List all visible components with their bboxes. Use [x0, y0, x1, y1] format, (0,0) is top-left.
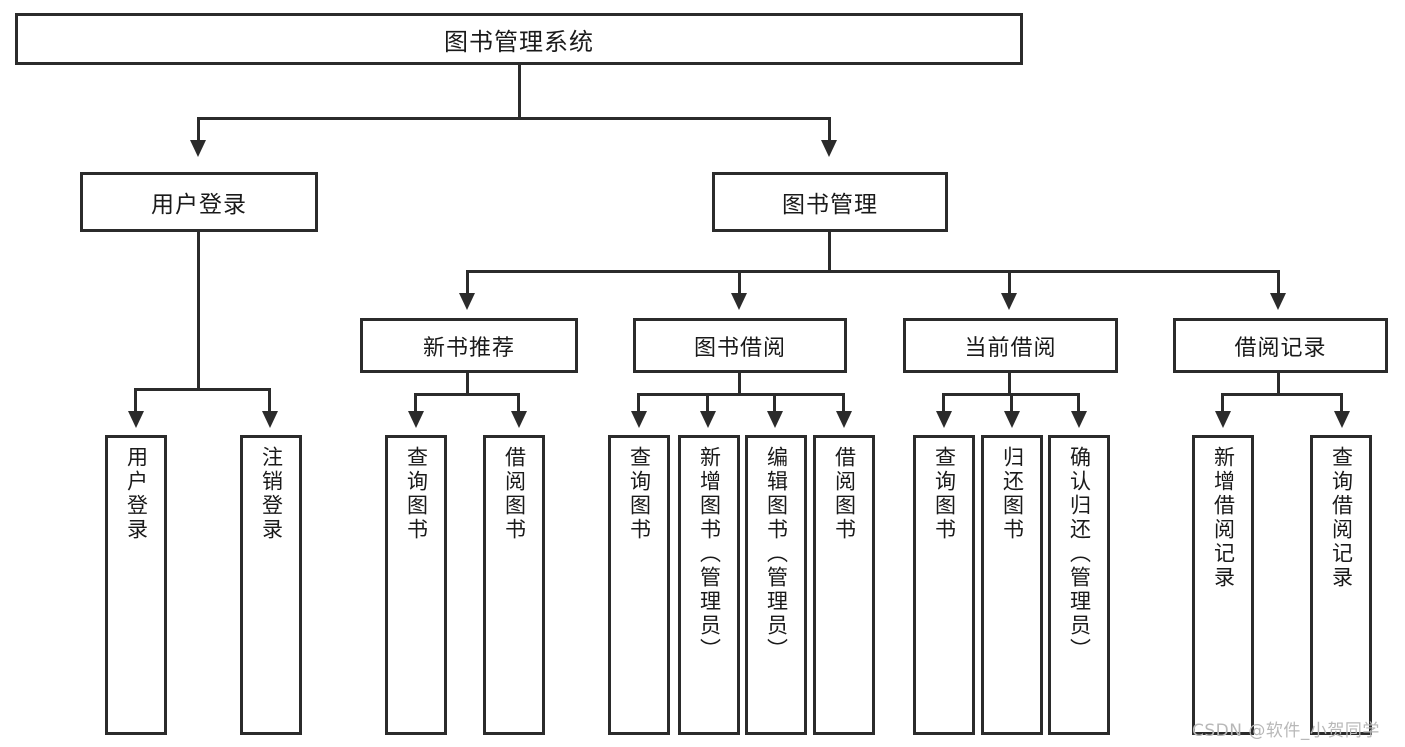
node-new-book-recommend[interactable]: 新书推荐 — [360, 318, 578, 373]
leaf-query-borrow-record[interactable]: 查询借阅记录 — [1310, 435, 1372, 735]
node-new-book-recommend-label: 新书推荐 — [422, 335, 515, 361]
leaf-logout[interactable]: 注销登录 — [240, 435, 302, 735]
node-user-login[interactable]: 用户登录 — [80, 172, 318, 232]
csdn-watermark: CSDN @软件_小贺同学 — [1192, 721, 1380, 741]
leaf-query-book-new-label: 查询图书 — [404, 446, 429, 542]
edge-current-stem — [1008, 373, 1011, 395]
edge-record-branch-1 — [1221, 393, 1224, 413]
node-book-management-label: 图书管理 — [782, 192, 878, 218]
edge-new-book-stem — [466, 373, 469, 395]
leaf-add-borrow-record-label: 新增借阅记录 — [1211, 446, 1236, 590]
edge-book-mgmt-stem — [828, 232, 831, 272]
node-book-borrow-label: 图书借阅 — [693, 335, 786, 361]
leaf-confirm-return-admin[interactable]: 确认归还（管理员） — [1048, 435, 1110, 735]
edge-user-login-stem — [197, 232, 200, 390]
edge-root-bus — [197, 117, 831, 120]
edge-new-book-branch-1 — [414, 393, 417, 413]
edge-user-login-branch-1 — [134, 388, 137, 413]
arrow-user-login-leaf-2 — [262, 411, 278, 428]
arrow-new-book-leaf-1 — [408, 411, 424, 428]
arrow-root-to-user-login — [190, 140, 206, 157]
arrow-book-mgmt-to-borrow — [731, 293, 747, 310]
edge-borrow-branch-3 — [773, 393, 776, 413]
arrow-borrow-leaf-2 — [700, 411, 716, 428]
arrow-record-leaf-1 — [1215, 411, 1231, 428]
leaf-query-book-current-label: 查询图书 — [932, 446, 957, 542]
leaf-return-book[interactable]: 归还图书 — [981, 435, 1043, 735]
arrow-current-leaf-1 — [936, 411, 952, 428]
edge-borrow-bus — [637, 393, 845, 396]
arrow-book-mgmt-to-record — [1270, 293, 1286, 310]
arrow-current-leaf-3 — [1071, 411, 1087, 428]
edge-borrow-branch-2 — [706, 393, 709, 413]
arrow-borrow-leaf-3 — [767, 411, 783, 428]
edge-root-to-user-login — [197, 117, 200, 142]
edge-book-mgmt-branch-1 — [466, 270, 469, 295]
leaf-add-book-admin-label: 新增图书（管理员） — [697, 446, 722, 662]
edge-user-login-branch-2 — [268, 388, 271, 413]
node-borrow-record[interactable]: 借阅记录 — [1173, 318, 1388, 373]
leaf-edit-book-admin-label: 编辑图书（管理员） — [764, 446, 789, 662]
leaf-query-book-current[interactable]: 查询图书 — [913, 435, 975, 735]
leaf-query-book-borrow-label: 查询图书 — [627, 446, 652, 542]
node-user-login-label: 用户登录 — [151, 192, 247, 218]
leaf-query-book-new[interactable]: 查询图书 — [385, 435, 447, 735]
node-book-management[interactable]: 图书管理 — [712, 172, 948, 232]
edge-borrow-branch-4 — [842, 393, 845, 413]
edge-book-mgmt-branch-2 — [738, 270, 741, 295]
node-book-borrow[interactable]: 图书借阅 — [633, 318, 847, 373]
edge-root-stem — [518, 65, 521, 117]
arrow-book-mgmt-to-new-book — [459, 293, 475, 310]
edge-user-login-bus — [134, 388, 270, 391]
leaf-query-borrow-record-label: 查询借阅记录 — [1329, 446, 1354, 590]
arrow-root-to-book-mgmt — [821, 140, 837, 157]
node-current-borrow[interactable]: 当前借阅 — [903, 318, 1118, 373]
leaf-edit-book-admin[interactable]: 编辑图书（管理员） — [745, 435, 807, 735]
leaf-borrow-book-new[interactable]: 借阅图书 — [483, 435, 545, 735]
edge-current-branch-2 — [1010, 393, 1013, 413]
edge-record-stem — [1277, 373, 1280, 395]
leaf-borrow-book-new-label: 借阅图书 — [502, 446, 527, 542]
node-root-book-management-system[interactable]: 图书管理系统 — [15, 13, 1023, 65]
edge-root-to-book-mgmt — [828, 117, 831, 142]
leaf-user-login[interactable]: 用户登录 — [105, 435, 167, 735]
arrow-current-leaf-2 — [1004, 411, 1020, 428]
leaf-borrow-book[interactable]: 借阅图书 — [813, 435, 875, 735]
leaf-return-book-label: 归还图书 — [1000, 446, 1025, 542]
edge-current-branch-3 — [1077, 393, 1080, 413]
node-root-label: 图书管理系统 — [444, 27, 594, 56]
leaf-add-book-admin[interactable]: 新增图书（管理员） — [678, 435, 740, 735]
edge-record-bus — [1221, 393, 1343, 396]
edge-new-book-branch-2 — [517, 393, 520, 413]
arrow-borrow-leaf-4 — [836, 411, 852, 428]
leaf-confirm-return-admin-label: 确认归还（管理员） — [1067, 446, 1092, 662]
leaf-borrow-book-label: 借阅图书 — [832, 446, 857, 542]
leaf-query-book-borrow[interactable]: 查询图书 — [608, 435, 670, 735]
arrow-record-leaf-2 — [1334, 411, 1350, 428]
edge-book-mgmt-branch-3 — [1008, 270, 1011, 295]
leaf-user-login-label: 用户登录 — [124, 446, 149, 542]
edge-book-mgmt-bus — [466, 270, 1280, 273]
edge-current-branch-1 — [942, 393, 945, 413]
leaf-logout-label: 注销登录 — [259, 446, 284, 542]
edge-borrow-stem — [738, 373, 741, 395]
node-borrow-record-label: 借阅记录 — [1234, 335, 1327, 361]
arrow-book-mgmt-to-current — [1001, 293, 1017, 310]
edge-record-branch-2 — [1340, 393, 1343, 413]
node-current-borrow-label: 当前借阅 — [964, 335, 1057, 361]
edge-new-book-bus — [414, 393, 520, 396]
edge-borrow-branch-1 — [637, 393, 640, 413]
leaf-add-borrow-record[interactable]: 新增借阅记录 — [1192, 435, 1254, 735]
edge-book-mgmt-branch-4 — [1277, 270, 1280, 295]
arrow-new-book-leaf-2 — [511, 411, 527, 428]
arrow-user-login-leaf-1 — [128, 411, 144, 428]
arrow-borrow-leaf-1 — [631, 411, 647, 428]
